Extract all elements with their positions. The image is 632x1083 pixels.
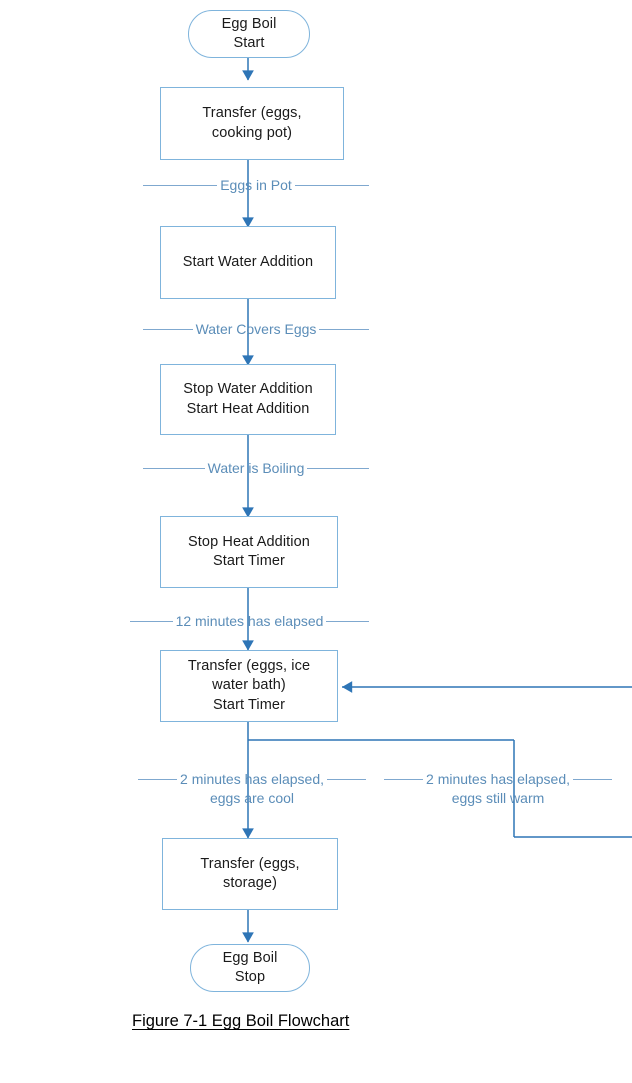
node-start-water-addition[interactable]: Start Water Addition bbox=[160, 226, 336, 299]
node-transfer-cooking-pot[interactable]: Transfer (eggs, cooking pot) bbox=[160, 87, 344, 160]
transition-2-minutes-eggs-warm-row: 2 minutes has elapsed, bbox=[384, 770, 613, 788]
transition-eggs-in-pot-row: Eggs in Pot bbox=[143, 176, 370, 194]
rule-right bbox=[319, 328, 370, 330]
node-transfer-ice-water-bath[interactable]: Transfer (eggs, ice water bath) Start Ti… bbox=[160, 650, 338, 722]
figure-caption: Figure 7-1 Egg Boil Flowchart bbox=[132, 1012, 350, 1030]
rule-right bbox=[573, 778, 613, 780]
transition-water-covers-eggs: Water Covers Eggs bbox=[143, 320, 370, 338]
transition-water-is-boiling-text: Water is Boiling bbox=[207, 460, 305, 476]
node-transfer-storage-line2: storage) bbox=[223, 875, 277, 891]
node-transfer-storage-line1: Transfer (eggs, bbox=[200, 855, 300, 872]
rule-right bbox=[327, 778, 367, 780]
node-stop-heat-start-timer[interactable]: Stop Heat Addition Start Timer bbox=[160, 516, 338, 588]
transition-eggs-in-pot: Eggs in Pot bbox=[143, 176, 370, 194]
node-start-text: Egg Boil Start bbox=[216, 15, 283, 54]
node-stop-water-start-heat-line1: Stop Water Addition bbox=[183, 381, 313, 398]
node-start-line2: Start bbox=[233, 35, 265, 51]
node-transfer-ice-water-bath-line3: Start Timer bbox=[213, 696, 285, 713]
transition-2-minutes-eggs-warm-text: 2 minutes has elapsed, bbox=[426, 771, 570, 787]
node-stop-heat-start-timer-text: Stop Heat Addition Start Timer bbox=[182, 533, 316, 572]
transition-water-is-boiling: Water is Boiling bbox=[143, 459, 369, 477]
node-stop-line2: Stop bbox=[234, 969, 266, 985]
node-start-water-addition-line1: Start Water Addition bbox=[182, 253, 314, 270]
node-stop-text: Egg Boil Stop bbox=[217, 949, 284, 988]
node-stop-heat-start-timer-line2: Start Timer bbox=[212, 553, 285, 569]
rule-right bbox=[326, 620, 369, 622]
transition-2-minutes-eggs-cool-text: 2 minutes has elapsed, bbox=[180, 771, 324, 787]
node-stop-heat-start-timer-line1: Stop Heat Addition bbox=[188, 533, 310, 550]
node-stop-water-start-heat[interactable]: Stop Water Addition Start Heat Addition bbox=[160, 364, 336, 435]
transition-water-covers-eggs-text: Water Covers Eggs bbox=[195, 321, 317, 337]
node-transfer-storage-text: Transfer (eggs, storage) bbox=[194, 855, 305, 894]
transition-12-minutes-elapsed-row: 12 minutes has elapsed bbox=[130, 612, 369, 630]
rule-left bbox=[384, 778, 424, 780]
node-start-line1: Egg Boil bbox=[221, 15, 277, 32]
node-stop-line1: Egg Boil bbox=[222, 949, 278, 966]
transition-water-covers-eggs-row: Water Covers Eggs bbox=[143, 320, 370, 338]
node-transfer-cooking-pot-text: Transfer (eggs, cooking pot) bbox=[196, 104, 307, 143]
rule-right bbox=[294, 184, 370, 186]
node-transfer-ice-water-bath-line1: Transfer (eggs, ice bbox=[187, 658, 311, 675]
transition-eggs-in-pot-text: Eggs in Pot bbox=[220, 177, 292, 193]
node-stop-water-start-heat-line2: Start Heat Addition bbox=[186, 400, 310, 417]
transition-water-is-boiling-row: Water is Boiling bbox=[143, 459, 369, 477]
node-transfer-cooking-pot-line1: Transfer (eggs, bbox=[202, 105, 302, 122]
node-transfer-ice-water-bath-line2: water bath) bbox=[212, 677, 286, 694]
transition-2-minutes-eggs-warm: 2 minutes has elapsed, eggs still warm bbox=[384, 770, 613, 807]
transition-12-minutes-elapsed-text: 12 minutes has elapsed bbox=[175, 613, 324, 629]
rule-left bbox=[143, 328, 193, 330]
rule-right bbox=[307, 467, 369, 469]
rule-left bbox=[143, 467, 205, 469]
node-start-water-addition-text: Start Water Addition bbox=[177, 253, 319, 272]
node-transfer-cooking-pot-line2: cooking pot) bbox=[211, 124, 293, 141]
transition-2-minutes-eggs-cool: 2 minutes has elapsed, eggs are cool bbox=[138, 770, 367, 807]
node-transfer-ice-water-bath-text: Transfer (eggs, ice water bath) Start Ti… bbox=[182, 657, 316, 715]
rule-left bbox=[143, 184, 218, 186]
transition-2-minutes-eggs-cool-row: 2 minutes has elapsed, bbox=[138, 770, 367, 788]
transition-2-minutes-eggs-cool-subtext: eggs are cool bbox=[209, 790, 295, 807]
transition-2-minutes-eggs-warm-subtext: eggs still warm bbox=[451, 790, 545, 807]
node-transfer-storage[interactable]: Transfer (eggs, storage) bbox=[162, 838, 338, 910]
transition-12-minutes-elapsed: 12 minutes has elapsed bbox=[130, 612, 369, 630]
node-stop[interactable]: Egg Boil Stop bbox=[190, 944, 310, 992]
rule-left bbox=[130, 620, 173, 622]
node-stop-water-start-heat-text: Stop Water Addition Start Heat Addition bbox=[177, 380, 319, 419]
rule-left bbox=[138, 778, 178, 780]
node-start[interactable]: Egg Boil Start bbox=[188, 10, 310, 58]
